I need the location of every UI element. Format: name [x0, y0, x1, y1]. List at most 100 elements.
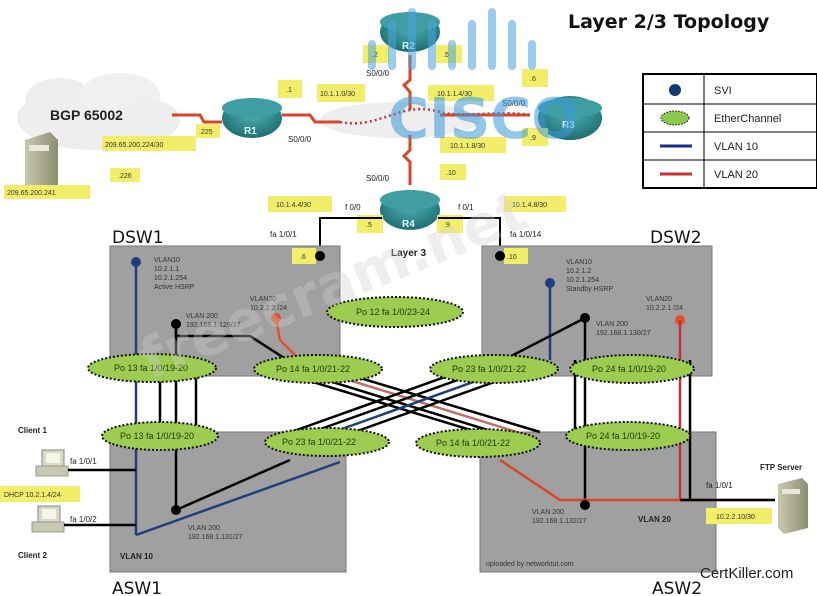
asw2-box[interactable]	[479, 431, 717, 573]
asw2-label: ASW2	[652, 579, 702, 596]
dsw2-uplink-port-dot	[495, 251, 505, 261]
router-r3[interactable]: R3	[538, 96, 602, 140]
dsw1-uplink-port: fa 1/0/1	[270, 230, 297, 239]
ftp-ip: 10.2.2.10/30	[716, 514, 755, 521]
asw1-vlan200-label: VLAN 200	[188, 525, 220, 532]
net-r2-r3: 10.1.1.4/30	[437, 91, 472, 98]
etherchannel-po12[interactable]	[326, 296, 464, 328]
dsw1-vlan200-ip: 192.168.1.129/27	[186, 322, 241, 329]
asw1-po13-label: Po 13 fa 1/0/19-20	[120, 431, 194, 441]
r1-serial-label: S0/0/0	[288, 135, 312, 144]
ftp-server-label: FTP Server	[760, 463, 802, 472]
asw2-po14-label: Po 14 fa 1/0/21-22	[436, 438, 510, 448]
dsw2-uplink-addr: .10	[507, 254, 517, 261]
net-r3-r4: 10.1.1.8/30	[450, 143, 485, 150]
dsw2-po24-label: Po 24 fa 1/0/19-20	[592, 364, 666, 374]
etherchannels: Po 12 fa 1/0/23-24 Po 13 fa 1/0/19-20 Po…	[87, 296, 695, 458]
dsw1-vlan200-label: VLAN 200	[186, 313, 218, 320]
dsw2-vlan10-vip: 10.2.1.254	[566, 277, 599, 284]
net-r1-r2: 10.1.1.0/30	[320, 91, 355, 98]
etherchannel-dsw2-po24[interactable]	[569, 354, 695, 384]
diagram-title: Layer 2/3 Topology	[568, 11, 770, 33]
router-r4-label: R4	[402, 219, 415, 230]
r4-f01-addr: .9	[444, 222, 450, 229]
dsw1-hsrp-role: Active HSRP	[154, 284, 195, 291]
router-r4[interactable]: R4	[380, 190, 440, 230]
client2-label: Client 2	[18, 551, 47, 560]
legend-label: SVI	[714, 85, 732, 97]
isp-server-ip: 209.65.200.241	[7, 190, 56, 197]
dsw2-hsrp-role: Standby HSRP	[566, 286, 613, 293]
bgp-link-network: 209.65.200.224/30	[105, 142, 163, 149]
dsw2-po23-label: Po 23 fa 1/0/21-22	[452, 364, 526, 374]
legend-label: EtherChannel	[714, 113, 781, 125]
bgp-cloud-label: BGP 65002	[50, 107, 123, 123]
serial-links	[172, 55, 530, 185]
dsw2-label: DSW2	[650, 228, 702, 248]
dsw1-vlan10-vip: 10.2.1.254	[154, 275, 187, 282]
etherchannel-ellipse-icon	[660, 110, 690, 126]
client2-pc-icon[interactable]	[31, 505, 65, 533]
cisco-watermark-text: CISCO	[388, 87, 579, 152]
r1-bgp-addr: .225	[199, 129, 213, 136]
dsw1-uplink-port-dot	[315, 251, 325, 261]
dsw2-vlan20-ip: 10.2.2.1 /24	[646, 305, 683, 312]
net-r4-dsw2: 10.1.4.8/30	[512, 202, 547, 209]
dsw1-vlan10-ip: 10.2.1.1	[154, 266, 179, 273]
legend-label: VLAN 20	[714, 169, 758, 181]
asw1-vlan10-label: VLAN 10	[120, 552, 153, 561]
asw2-vlan200-svi	[580, 500, 590, 510]
dsw1-vlan20-label: VLAN20	[250, 296, 276, 303]
etherchannel-dsw2-po23[interactable]	[429, 354, 559, 384]
client-dhcp-ip: DHCP 10.2.1.4/24	[4, 492, 61, 499]
asw1-vlan200-svi	[171, 505, 181, 515]
r4-f00-label: f 0/0	[345, 203, 361, 212]
etherchannel-dsw1-po14[interactable]	[253, 354, 383, 384]
router-r1-label: R1	[244, 126, 257, 137]
frame-relay-path	[339, 107, 531, 125]
r3-serial-label: S0/0/0	[502, 99, 526, 108]
ftp-port: fa 1/0/1	[706, 481, 733, 490]
etherchannel-asw2-po24[interactable]	[565, 421, 691, 451]
po12-label: Po 12 fa 1/0/23-24	[356, 307, 430, 317]
r4-f01-label: f 0/1	[458, 203, 474, 212]
r4-dsw2-link	[438, 217, 501, 256]
dsw1-label: DSW1	[112, 228, 164, 248]
layer3-label: Layer 3	[391, 248, 426, 259]
dsw2-box[interactable]	[481, 245, 713, 377]
dsw2-vlan200-ip: 192.168.1.130/27	[596, 330, 651, 337]
asw2-vlan200-label: VLAN 200	[532, 509, 564, 516]
isp-server-icon	[25, 132, 58, 192]
client1-pc-icon[interactable]	[35, 449, 69, 477]
r4-f00-addr: .5	[366, 222, 372, 229]
asw2-vlan200-ip: 192.168.1.132/27	[532, 518, 587, 525]
r4-serial-label: S0/0/0	[366, 174, 390, 183]
r3-addr-r4: .9	[530, 135, 536, 142]
r4-dsw1-link	[319, 217, 382, 256]
dsw2-vlan200-label: VLAN 200	[596, 321, 628, 328]
cisco-watermark: CISCO	[368, 8, 579, 152]
legend-label: VLAN 10	[714, 141, 758, 153]
etherchannel-asw1-po23[interactable]	[264, 427, 390, 457]
asw1-po23-label: Po 23 fa 1/0/21-22	[282, 437, 356, 447]
etherchannel-asw1-po13[interactable]	[101, 421, 219, 451]
client1-port: fa 1/0/1	[70, 457, 97, 466]
r2-serial-label: S0/0/0	[366, 69, 390, 78]
dsw1-vlan10-label: VLAN10	[154, 257, 180, 264]
ftp-server-icon[interactable]	[778, 478, 808, 534]
r3-addr-r2: .6	[530, 76, 536, 83]
net-r4-dsw1: 10.1.4.4/30	[276, 202, 311, 209]
client1-label: Client 1	[18, 426, 47, 435]
asw1-label: ASW1	[112, 579, 162, 596]
isp-addr: .226	[118, 173, 132, 180]
etherchannel-dsw1-po13[interactable]	[87, 353, 217, 383]
r4-addr-r3: .10	[446, 170, 456, 177]
svi-dot-icon	[669, 84, 681, 96]
dsw1-vlan20-ip: 10.2.2.2 /24	[250, 305, 287, 312]
router-r1[interactable]: R1	[222, 98, 282, 138]
etherchannel-asw2-po14[interactable]	[415, 428, 541, 458]
dsw2-vlan10-label: VLAN10	[566, 259, 592, 266]
asw2-vlan20-label: VLAN 20	[638, 515, 671, 524]
router-r3-label: R3	[562, 120, 575, 131]
